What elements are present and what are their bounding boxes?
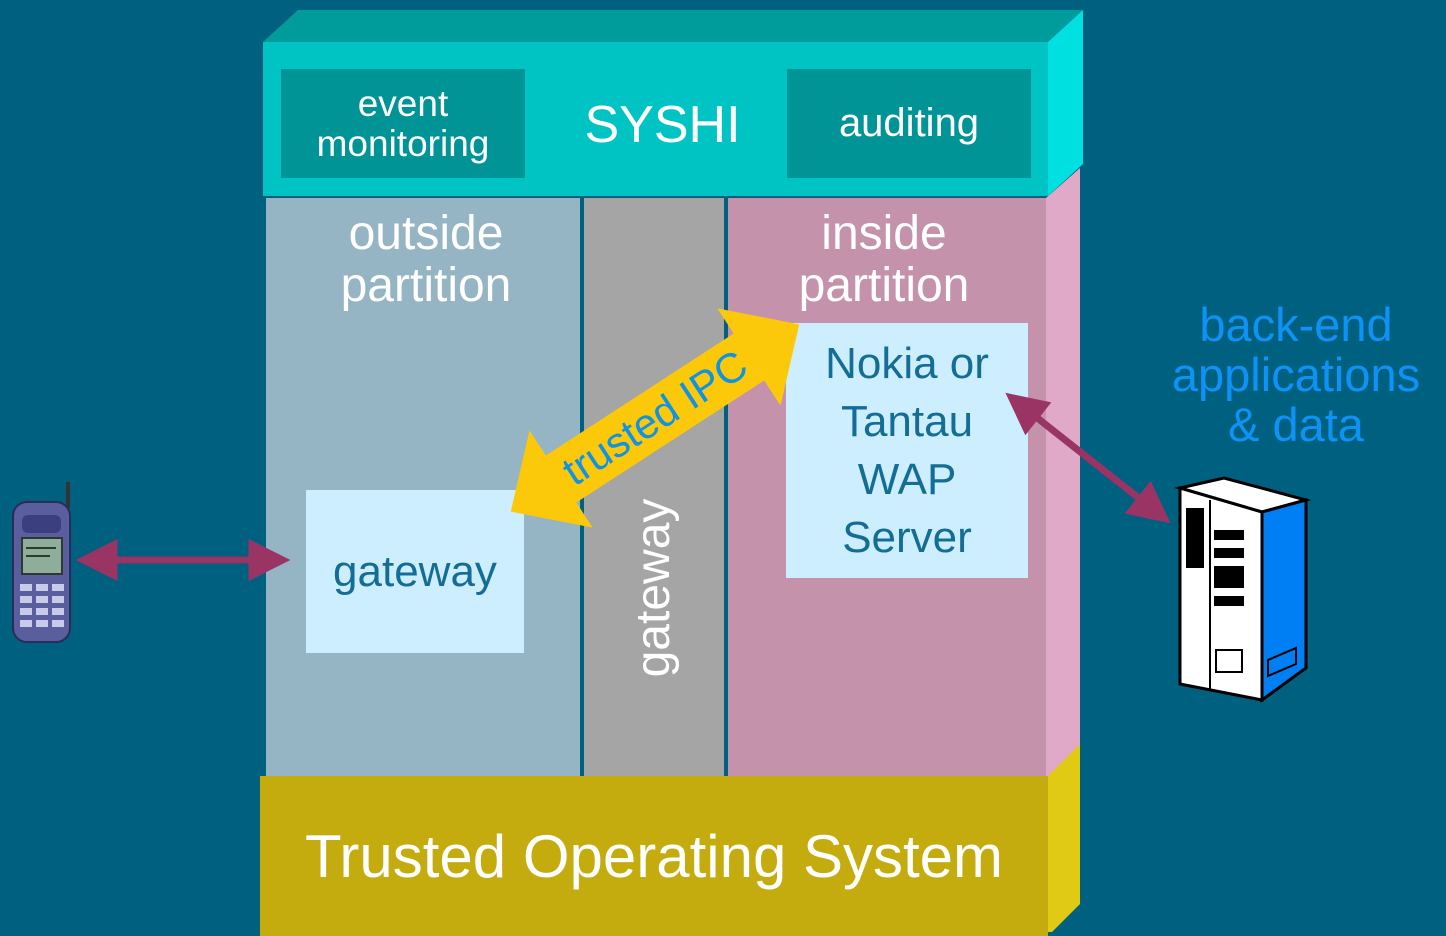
syshi-side-face: [1048, 10, 1083, 196]
trusted-ipc-arrow: [510, 308, 800, 528]
gateway-column: [584, 198, 724, 778]
gateway-box: gateway: [306, 490, 524, 653]
syshi-title: SYSHI: [584, 96, 741, 154]
os-side-face: [1048, 744, 1080, 932]
trusted-os-layer: Trusted Operating System: [260, 776, 1048, 936]
gateway-box-label: gateway: [333, 546, 497, 596]
backend-label: back-end applications & data: [1171, 298, 1421, 451]
wap-backend-arrow: [1005, 392, 1171, 524]
auditing-box: auditing: [787, 69, 1031, 178]
auditing-label: auditing: [838, 101, 980, 145]
wap-server-label: Nokia or Tantau WAP Server: [825, 338, 989, 562]
syshi-top-face: [263, 10, 1083, 42]
event-monitoring-box: event monitoring: [281, 69, 525, 178]
wap-server-box: Nokia or Tantau WAP Server: [786, 323, 1028, 578]
server-cabinet-icon: [1174, 476, 1312, 703]
mobile-phone-icon: [12, 482, 71, 643]
outside-partition-title: outside partition: [340, 207, 512, 312]
trusted-os-label: Trusted Operating System: [304, 823, 1004, 890]
event-monitoring-label: event monitoring: [316, 82, 490, 164]
inside-partition-title: inside partition: [798, 207, 970, 312]
